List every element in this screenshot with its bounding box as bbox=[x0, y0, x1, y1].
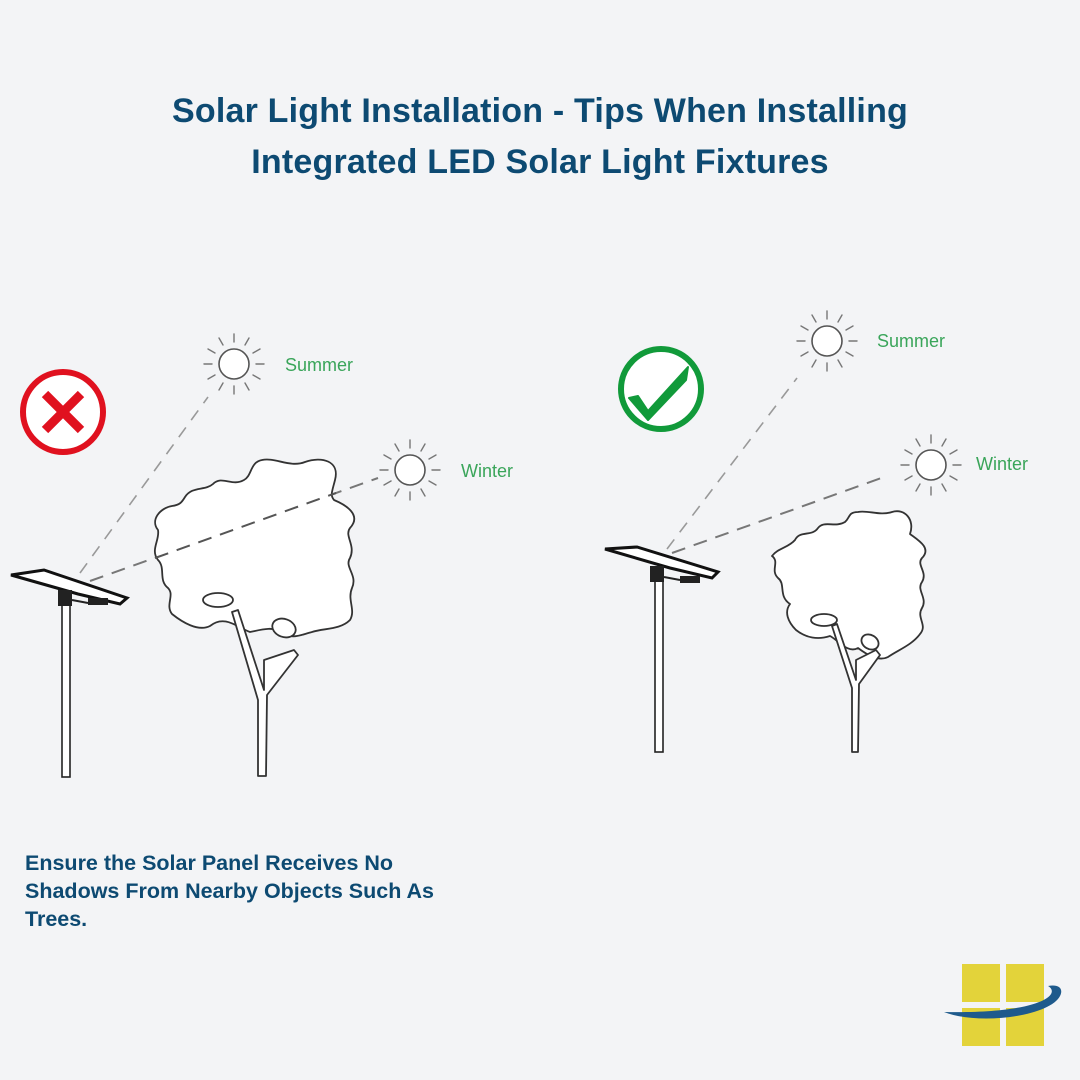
title-line-2: Integrated LED Solar Light Fixtures bbox=[251, 143, 829, 181]
winter-label: Winter bbox=[461, 461, 513, 481]
summer-sightline bbox=[666, 377, 798, 550]
summer-label: Summer bbox=[877, 331, 945, 351]
tip-caption: Ensure the Solar Panel Receives No Shado… bbox=[25, 849, 525, 933]
summer-sun-icon bbox=[796, 310, 858, 372]
x-circle-icon bbox=[20, 369, 106, 455]
winter-sun-icon bbox=[379, 439, 441, 501]
page-title: Solar Light Installation - Tips When Ins… bbox=[0, 86, 1080, 188]
caption-line-1: Ensure the Solar Panel Receives No bbox=[25, 851, 394, 875]
panel-correct: Summer Winter bbox=[604, 310, 1028, 753]
title-line-1: Solar Light Installation - Tips When Ins… bbox=[171, 92, 909, 130]
caption-line-3: Trees. bbox=[25, 907, 88, 931]
solar-street-light-icon bbox=[604, 545, 721, 753]
winter-sun-icon bbox=[900, 434, 962, 496]
summer-label: Summer bbox=[285, 355, 353, 375]
check-circle-icon bbox=[618, 346, 704, 432]
winter-label: Winter bbox=[976, 454, 1028, 474]
tree-icon bbox=[771, 510, 927, 753]
solar-street-light-icon bbox=[10, 568, 130, 778]
summer-sun-icon bbox=[203, 333, 265, 395]
winter-sightline bbox=[671, 475, 888, 554]
tree-icon bbox=[154, 458, 356, 777]
caption-line-2: Shadows From Nearby Objects Such As bbox=[25, 879, 435, 903]
brand-logo-icon bbox=[944, 964, 1062, 1046]
panel-incorrect: Summer Winter bbox=[10, 333, 513, 778]
summer-sightline bbox=[79, 396, 209, 574]
